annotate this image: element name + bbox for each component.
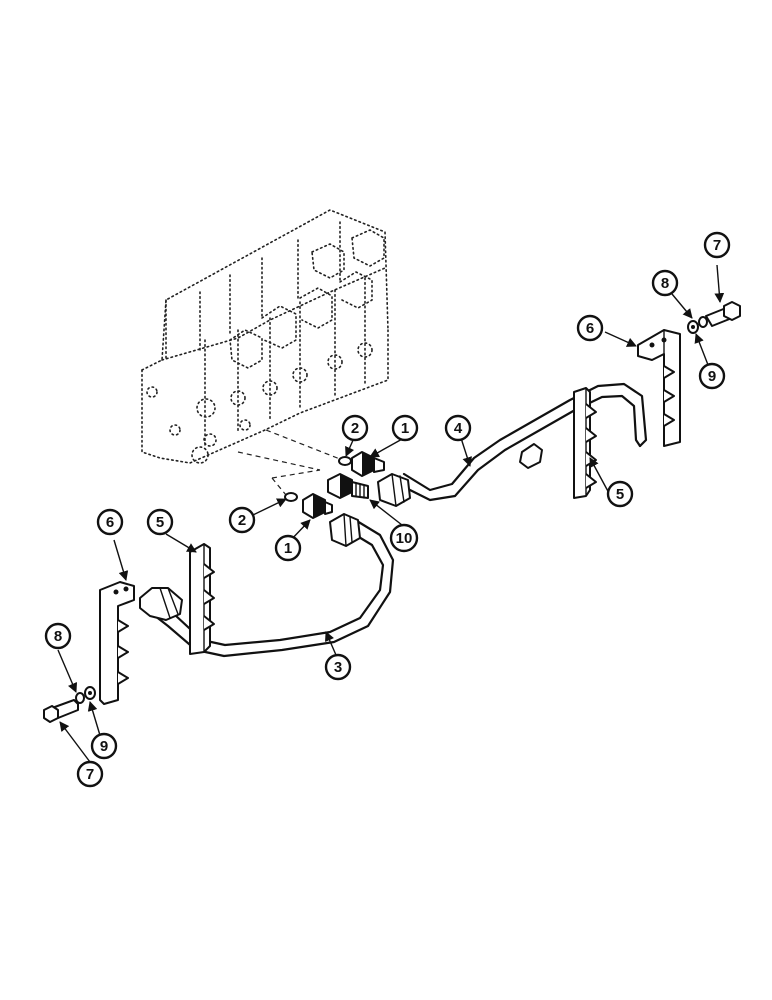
callout-7-right: 7 [703,231,731,259]
clamp-upper-right [573,387,597,499]
callout-6-left: 6 [96,508,124,536]
callout-8-left: 8 [44,622,72,650]
svg-text:7: 7 [86,766,94,783]
clamp-plate-lower-left [99,581,135,705]
alignment-line-lower [237,451,321,496]
callout-6-right: 6 [576,314,604,342]
svg-text:8: 8 [54,628,62,645]
clamp-lower-left [189,543,215,655]
control-valve-phantom [141,209,389,464]
tube-upper [377,382,648,507]
svg-text:3: 3 [334,659,342,676]
svg-text:6: 6 [106,514,114,531]
svg-text:4: 4 [454,420,463,437]
callout-3: 3 [324,653,352,681]
callout-9-left: 9 [90,732,118,760]
callout-2-upper: 2 [341,414,369,442]
clamp-plate-upper-right [637,329,681,447]
callout-5-left: 5 [146,508,174,536]
callout-10: 10 [389,523,419,553]
bolt-washer-lower-left [43,686,96,723]
svg-text:1: 1 [284,540,292,557]
fitting-upper [338,451,385,477]
callout-2-lower: 2 [228,506,256,534]
fitting-lower [284,492,333,519]
adapter-fitting [327,473,369,499]
svg-text:5: 5 [156,514,164,531]
tube-lower [139,513,395,658]
callout-7-left: 7 [76,760,104,788]
bolt-washer-upper-right [687,301,741,334]
svg-text:1: 1 [401,420,409,437]
svg-text:9: 9 [100,738,108,755]
svg-text:8: 8 [661,275,669,292]
alignment-line-upper [265,429,346,462]
svg-text:2: 2 [351,420,359,437]
callout-4: 4 [444,414,472,442]
svg-text:9: 9 [708,368,716,385]
callout-5-right: 5 [606,480,634,508]
svg-text:5: 5 [616,486,624,503]
callout-1-lower: 1 [274,534,302,562]
svg-text:2: 2 [238,512,246,529]
svg-text:6: 6 [586,320,594,337]
svg-text:7: 7 [713,237,721,254]
callout-1-upper: 1 [391,414,419,442]
callout-8-right: 8 [651,269,679,297]
svg-text:10: 10 [396,530,413,547]
callout-9-right: 9 [698,362,726,390]
